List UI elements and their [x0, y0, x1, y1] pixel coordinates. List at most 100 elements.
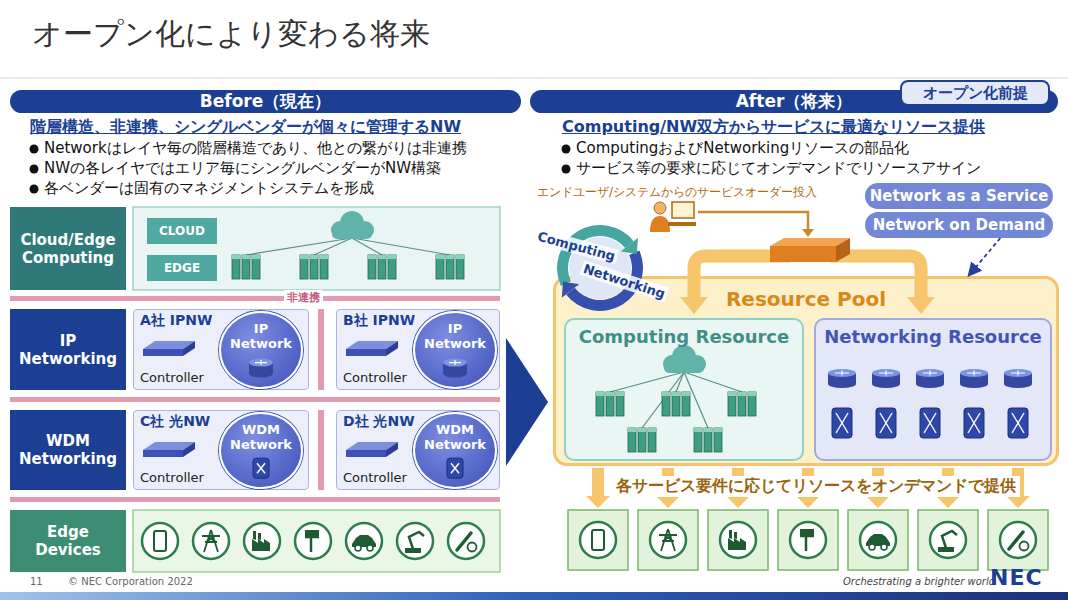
server-rack	[320, 255, 328, 279]
router-icon	[960, 380, 988, 388]
controller-icon	[346, 450, 386, 457]
server-rack	[694, 428, 702, 452]
server-rack	[368, 255, 376, 279]
drawing-part	[367, 545, 373, 551]
link-line	[352, 238, 450, 255]
drawing-part	[866, 534, 890, 546]
label-holder: Orchestrating a brighter world	[843, 576, 995, 587]
subtitle: Computing/NW双方からサービスに最適なリソース提供	[562, 117, 985, 138]
device-icon	[650, 522, 686, 558]
controller-icon	[143, 341, 195, 349]
device-icon	[244, 523, 280, 559]
cloud-panel	[133, 207, 500, 290]
supply-arrow	[656, 496, 680, 508]
server-rack-top	[596, 392, 604, 396]
device-icon	[790, 522, 826, 558]
server-rack-top	[638, 428, 646, 432]
user-icon	[650, 216, 670, 232]
cloud-icon	[332, 228, 372, 239]
server-rack-top	[456, 255, 464, 259]
wdm-mark	[880, 413, 892, 433]
server-rack	[628, 428, 636, 452]
supply-arrow	[1012, 468, 1024, 498]
drawing-part	[881, 544, 887, 550]
bullet-text: NWの各レイヤではエリア毎にシングルベンダーがNW構築	[44, 159, 441, 178]
node-text: Network as a Service	[870, 187, 1049, 205]
drawing-part	[621, 238, 638, 254]
drawing-part	[448, 523, 484, 559]
server-rack	[728, 392, 736, 416]
controller-icon	[143, 450, 183, 457]
cloud-icon	[664, 362, 704, 373]
device-box	[988, 510, 1048, 570]
separator-bar	[10, 497, 500, 502]
server-rack	[436, 255, 444, 279]
node-text: Before（現在）	[200, 90, 331, 113]
title-holder: オープン化により変わる将来	[32, 14, 430, 55]
user-icon	[668, 222, 696, 226]
node-text: C社 光NW	[140, 413, 210, 431]
assign-arrow	[680, 297, 708, 314]
drawing-part	[305, 530, 319, 536]
supply-arrow	[726, 496, 750, 508]
wdm-mark	[257, 463, 265, 473]
order-arrow	[698, 212, 808, 230]
device-icon	[397, 523, 433, 559]
separator-label: 非連携	[284, 290, 323, 305]
flow-label: 各サービス要件に応じてリソースをオンデマンドで提供	[612, 476, 1020, 497]
server-rack	[378, 255, 386, 279]
link-line	[314, 238, 352, 255]
device-box	[568, 510, 628, 570]
service-pill: Network as a Service	[865, 183, 1053, 209]
wdm-mark	[1012, 413, 1024, 433]
separator-bar	[10, 397, 500, 402]
drawing-part	[252, 531, 270, 551]
node-text: IP Network	[423, 322, 487, 352]
device-icon	[346, 523, 382, 559]
drawing-part	[938, 547, 954, 552]
label-holder: ComputingおよびNetworkingリソースの部品化	[576, 139, 909, 158]
wdm-mark	[924, 413, 936, 433]
router-icon	[916, 380, 944, 388]
server-rack-top	[446, 255, 454, 259]
server-rack-top	[648, 428, 656, 432]
drawing-part	[562, 282, 579, 298]
server-rack	[662, 392, 670, 416]
network-circle: WDM Network	[219, 412, 303, 489]
device-icon	[720, 522, 756, 558]
vendor-panel: B社 IPNWControllerIP Network	[336, 309, 500, 390]
service-pill: Network on Demand	[865, 212, 1053, 238]
tier-box: EDGE	[147, 255, 217, 281]
wdm-mark	[836, 413, 848, 433]
router-icon	[828, 373, 856, 384]
drawing-part	[659, 529, 677, 551]
node-text: Controller	[343, 470, 407, 485]
label-holder: エンドユーザ/システムからのサービスオーダー投入	[537, 184, 817, 201]
device-icon	[1000, 522, 1036, 558]
node-text: Computing Resource	[579, 326, 790, 347]
drawing-part	[566, 250, 643, 311]
server-rack-top	[606, 392, 614, 396]
server-rack	[748, 392, 756, 416]
row-label: WDM Networking	[10, 410, 126, 490]
supply-arrow	[592, 468, 604, 498]
supply-arrow	[732, 468, 744, 498]
device-box	[638, 510, 698, 570]
node-text: Controller	[140, 470, 204, 485]
link-line	[642, 372, 684, 428]
server-rack-top	[662, 392, 670, 396]
device-icon	[930, 522, 966, 558]
bullet	[562, 165, 571, 174]
bullet-text: ComputingおよびNetworkingリソースの部品化	[576, 139, 909, 158]
node-text: IP Network	[229, 322, 293, 352]
resource-box: Computing Resource	[564, 318, 804, 461]
drawing-part	[720, 522, 756, 558]
wdm-mark	[968, 413, 980, 433]
drawing-part	[592, 530, 604, 550]
router-icon	[872, 373, 900, 384]
bullet-text: 各ベンダーは固有のマネジメントシステムを形成	[44, 179, 374, 198]
device-box	[918, 510, 978, 570]
resource-pool: Resource PoolComputing ResourceNetworkin…	[553, 276, 1059, 466]
